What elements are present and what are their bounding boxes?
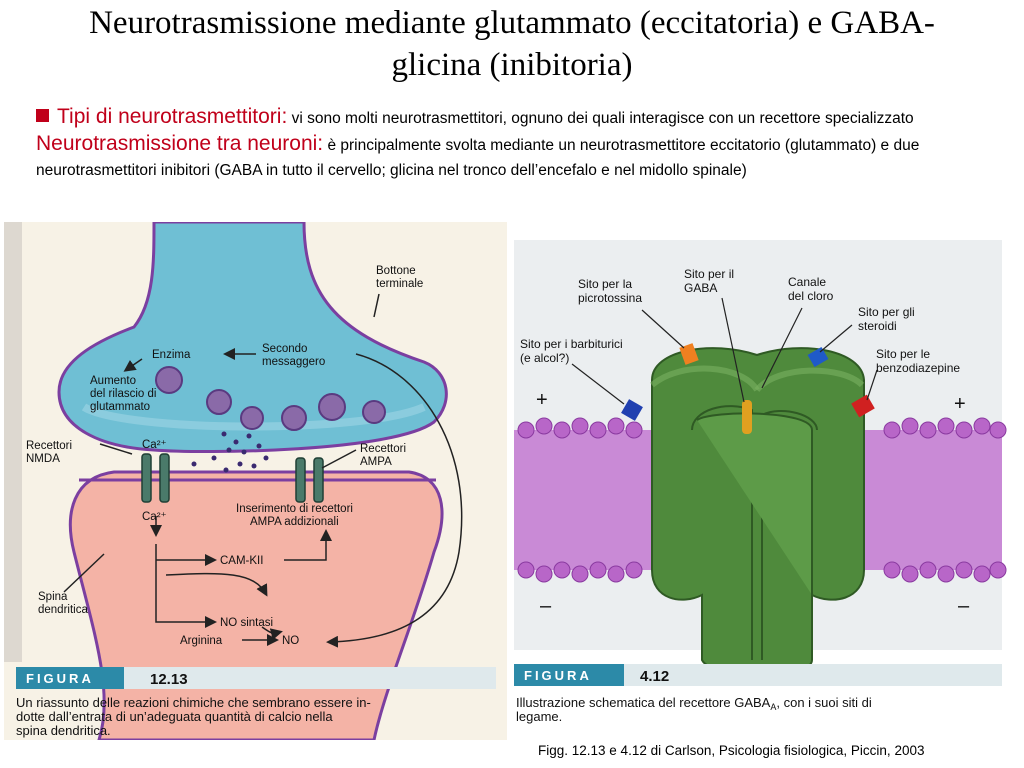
figure-number: 12.13 [150, 671, 188, 688]
label-spina-1: Spina [38, 591, 68, 603]
label-inserimento-2: AMPA addizionali [250, 516, 339, 528]
label-cloro-1: Canale [788, 275, 826, 289]
label-bottone-1: Bottone [376, 265, 416, 277]
label-secondo-2: messaggero [262, 356, 325, 368]
label-bottone-2: terminale [376, 278, 423, 290]
figure-tag [514, 664, 624, 686]
label-gaba-2: GABA [684, 281, 717, 295]
figure-number: 4.12 [640, 668, 669, 685]
body-paragraph: Tipi di neurotrasmettitori: vi sono molt… [36, 104, 998, 183]
vesicles [155, 366, 386, 431]
label-spina-2: dendritica [38, 604, 88, 616]
label-aumento-2: del rilascio di [90, 388, 156, 400]
label-benzo-2: benzodiazepine [876, 361, 960, 375]
title-line-1: Neurotrasmissione mediante glutammato (e… [89, 5, 935, 41]
text-neurotransmission: è principalmente svolta mediante un neur… [36, 137, 920, 179]
label-steroidi-1: Sito per gli [858, 305, 915, 319]
steroid-site [807, 346, 829, 368]
synapse-diagram: Bottone terminale Enzima Secondo messagg… [4, 220, 507, 742]
caption-line-1: Un riassunto delle reazioni chimiche che… [16, 695, 371, 710]
caption-line-2: legame. [516, 709, 562, 724]
label-picro-1: Sito per la [578, 277, 632, 291]
label-enzima: Enzima [152, 349, 191, 361]
label-barbiturici-2: (e alcol?) [520, 351, 569, 365]
label-arginina: Arginina [180, 635, 223, 647]
label-ca-mid: Ca²⁺ [142, 511, 167, 523]
label-nmda-2: NMDA [26, 453, 60, 465]
label-nosintasi: NO sintasi [220, 617, 273, 629]
gaba-receptor [650, 347, 865, 676]
label-ca-top: Ca²⁺ [142, 439, 167, 451]
plus-right: + [954, 393, 966, 415]
glutamate-dots [191, 431, 269, 473]
label-secondo-1: Secondo [262, 343, 307, 355]
phospholipid-heads [517, 417, 1007, 583]
heading-neurotransmission: Neurotrasmissione tra neuroni: [36, 132, 324, 155]
figure-word: FIGURA [26, 671, 94, 686]
barbiturate-site [621, 399, 643, 421]
minus-left: – [540, 595, 552, 617]
caption-line-2: dotte dall’entrata di un’adeguata quanti… [16, 709, 333, 724]
figure-4-12: Sito per la picrotossina Sito per il GAB… [512, 240, 1007, 740]
label-benzo-1: Sito per le [876, 347, 930, 361]
caption-line-1: Illustrazione schematica del recettore G… [516, 695, 872, 712]
label-aumento-3: glutammato [90, 401, 150, 413]
label-cloro-2: del cloro [788, 289, 834, 303]
label-steroidi-2: steroidi [858, 319, 897, 333]
label-ampa-2: AMPA [360, 456, 392, 468]
label-picro-2: picrotossina [578, 291, 642, 305]
source-citation: Figg. 12.13 e 4.12 di Carlson, Psicologi… [538, 743, 925, 758]
figure-12-13: Bottone terminale Enzima Secondo messagg… [4, 220, 507, 742]
label-ampa-1: Recettori [360, 443, 406, 455]
plus-left: + [536, 389, 548, 411]
label-camkii: CAM-KII [220, 555, 263, 567]
figure-tag [16, 667, 124, 689]
label-inserimento-1: Inserimento di recettori [236, 503, 353, 515]
figure-word: FIGURA [524, 668, 592, 683]
minus-right: – [958, 595, 970, 617]
square-bullet-icon [36, 109, 49, 122]
benzodiazepine-site [851, 394, 875, 418]
heading-types: Tipi di neurotrasmettitori: [57, 105, 288, 128]
label-no: NO [282, 635, 299, 647]
text-types: vi sono molti neurotrasmettitori, ognuno… [287, 110, 914, 127]
label-gaba-1: Sito per il [684, 267, 734, 281]
label-aumento-1: Aumento [90, 375, 136, 387]
gaba-receptor-diagram: Sito per la picrotossina Sito per il GAB… [512, 240, 1007, 740]
gaba-site [742, 400, 752, 434]
slide-title: Neurotrasmissione mediante glutammato (e… [0, 2, 1024, 86]
title-line-2: glicina (inibitoria) [391, 47, 633, 83]
ampa-receptor [295, 457, 324, 503]
terminal-button [57, 220, 448, 454]
nmda-receptor [141, 453, 170, 503]
label-nmda-1: Recettori [26, 440, 72, 452]
picrotoxin-site [679, 343, 699, 365]
caption-line-3: spina dendritica. [16, 723, 111, 738]
label-barbiturici-1: Sito per i barbiturici [520, 337, 623, 351]
